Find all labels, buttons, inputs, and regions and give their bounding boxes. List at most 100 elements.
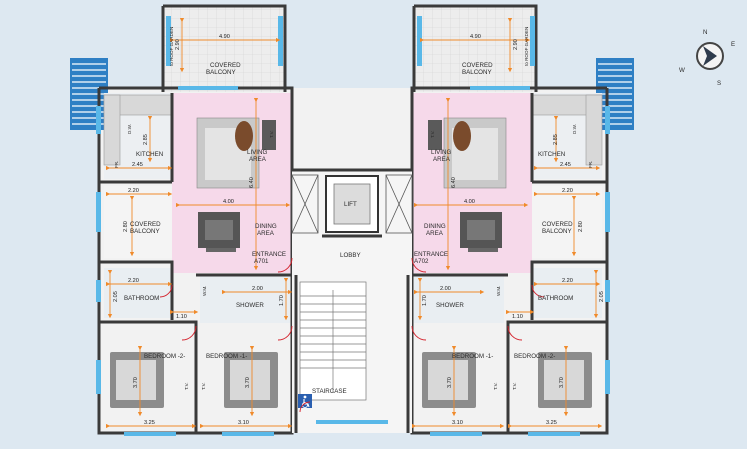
- shower-label-left: SHOWER: [236, 302, 264, 309]
- dim-400-left: 4.00: [223, 199, 234, 205]
- covered-balcony-left-line1: COVERED: [130, 221, 161, 228]
- dining-table-right: [460, 212, 502, 252]
- dim-220-balcony-left: 2.20: [128, 188, 139, 194]
- dining-area-left-line2: AREA: [257, 230, 275, 237]
- roof-stair-left: [70, 58, 108, 130]
- dim-110-right: 1.10: [512, 314, 523, 320]
- tv-label-b1-right: T.V.: [493, 382, 498, 390]
- dim-220-balcony-right: 2.20: [562, 188, 573, 194]
- dim-245-left: 2.45: [132, 162, 143, 168]
- core: [291, 168, 413, 433]
- compass-s: S: [717, 80, 721, 87]
- lift-label: LIFT: [344, 201, 357, 208]
- accessible-icon: [298, 394, 312, 409]
- dining-table-left: [198, 212, 240, 252]
- dim-280-right: 2.80: [578, 221, 584, 232]
- windows: [96, 16, 610, 436]
- dining-area-right-line1: DINING: [424, 223, 446, 230]
- living-area-right-line1: LIVING: [431, 149, 451, 156]
- covered-balcony-right-line2: BALCONY: [542, 228, 572, 235]
- bathroom-right: [532, 268, 602, 318]
- dining-area-right-line2: AREA: [426, 230, 444, 237]
- bathroom-left: [104, 268, 172, 318]
- staircase-flight: [299, 281, 367, 401]
- covered-balcony-right: [532, 186, 602, 258]
- dim-370-b1-left: 3.70: [245, 377, 251, 388]
- top-balcony-right: [414, 6, 536, 92]
- covered-balcony-left: [104, 186, 172, 258]
- dim-200-right: 2.00: [440, 286, 451, 292]
- covered-balcony-top-right-line1: COVERED: [462, 62, 493, 69]
- labels-left: 4.90 2.90 to ROOF GARDEN COVERED BALCONY…: [113, 27, 288, 426]
- living-area-left-line2: AREA: [249, 156, 267, 163]
- dw-label-right: D.W.: [572, 124, 577, 134]
- living-area-left: LIVING AREA: [247, 149, 269, 163]
- shower-label-right: SHOWER: [436, 302, 464, 309]
- dim-170-left: 1.70: [279, 295, 285, 306]
- to-roof-garden-right: to ROOF GARDEN: [524, 27, 529, 66]
- tv-label-b1-left: T.V.: [201, 382, 206, 390]
- bedroom-2-label-right: BEDROOM -2-: [514, 353, 555, 360]
- dining-area-left: DINING AREA: [255, 223, 278, 237]
- covered-balcony-left: COVERED BALCONY: [130, 221, 162, 235]
- unit-right: [410, 4, 634, 435]
- dim-490-right: 4.90: [470, 34, 481, 40]
- entrance-a702-line2: A702: [414, 258, 429, 265]
- entrance-a701-line2: A701: [254, 258, 269, 265]
- entrance-a701: ENTRANCE A701: [252, 251, 288, 265]
- door-swings: [159, 257, 545, 413]
- dim-400-right: 4.00: [464, 199, 475, 205]
- compass: N E S W: [679, 29, 735, 87]
- tv-label-b2-right: T.V.: [512, 382, 517, 390]
- covered-balcony-top-left-line2: BALCONY: [206, 69, 236, 76]
- dim-205-right: 2.05: [599, 291, 605, 302]
- wm-label-left: W.M.: [202, 286, 207, 296]
- compass-e: E: [731, 41, 735, 48]
- dim-290-left: 2.90: [175, 39, 181, 50]
- dw-label-left: D.W.: [127, 124, 132, 134]
- lobby-label: LOBBY: [340, 252, 361, 259]
- dimension-lines: [105, 17, 603, 429]
- dim-170-right: 1.70: [422, 295, 428, 306]
- tv-label-right: T.V.: [430, 130, 435, 138]
- entrance-a702-line1: ENTRANCE: [414, 251, 448, 258]
- dim-325-right: 3.25: [546, 420, 557, 426]
- dim-310-right: 3.10: [452, 420, 463, 426]
- covered-balcony-right-line1: COVERED: [542, 221, 573, 228]
- covered-balcony-top-left-line1: COVERED: [210, 62, 241, 69]
- dim-220-bath-left: 2.20: [128, 278, 139, 284]
- kitchen-label-left: KITCHEN: [136, 151, 163, 158]
- dim-205-left: 2.05: [113, 291, 119, 302]
- dim-310-left: 3.10: [238, 420, 249, 426]
- entrance-a702: ENTRANCE A702: [414, 251, 450, 265]
- compass-n: N: [703, 29, 707, 36]
- wm-label-right: W.M.: [496, 286, 501, 296]
- fr-label-right: FR.: [588, 161, 593, 168]
- dim-640-left: 6.40: [249, 177, 255, 188]
- tv-label-left: T.V.: [269, 130, 274, 138]
- dim-245-right: 2.45: [560, 162, 571, 168]
- covered-balcony-left-line2: BALCONY: [130, 228, 160, 235]
- staircase-label: STAIRCASE: [312, 388, 347, 395]
- dining-area-right: DINING AREA: [424, 223, 447, 237]
- covered-balcony-right: COVERED BALCONY: [542, 221, 574, 235]
- covered-balcony-top-right-line2: BALCONY: [462, 69, 492, 76]
- dim-110-left: 1.10: [176, 314, 187, 320]
- tv-label-b2-left: T.V.: [184, 382, 189, 390]
- dim-220-bath-right: 2.20: [562, 278, 573, 284]
- roof-stair-right: [596, 58, 634, 130]
- compass-w: W: [679, 67, 685, 74]
- dim-490-left: 4.90: [219, 34, 230, 40]
- shower-right: [414, 275, 504, 323]
- kitchen-label-right: KITCHEN: [538, 151, 565, 158]
- dining-area-left-line1: DINING: [255, 223, 277, 230]
- bathroom-label-left: BATHROOM: [124, 295, 159, 302]
- covered-balcony-top-right: COVERED BALCONY: [462, 62, 494, 76]
- fr-label-left: FR.: [114, 161, 119, 168]
- top-balcony-left: [163, 6, 285, 92]
- dim-370-b2-left: 3.70: [133, 377, 139, 388]
- bedroom-1-label-left: BEDROOM -1-: [206, 353, 247, 360]
- shower-left: [200, 275, 290, 323]
- living-area-right: LIVING AREA: [431, 149, 453, 163]
